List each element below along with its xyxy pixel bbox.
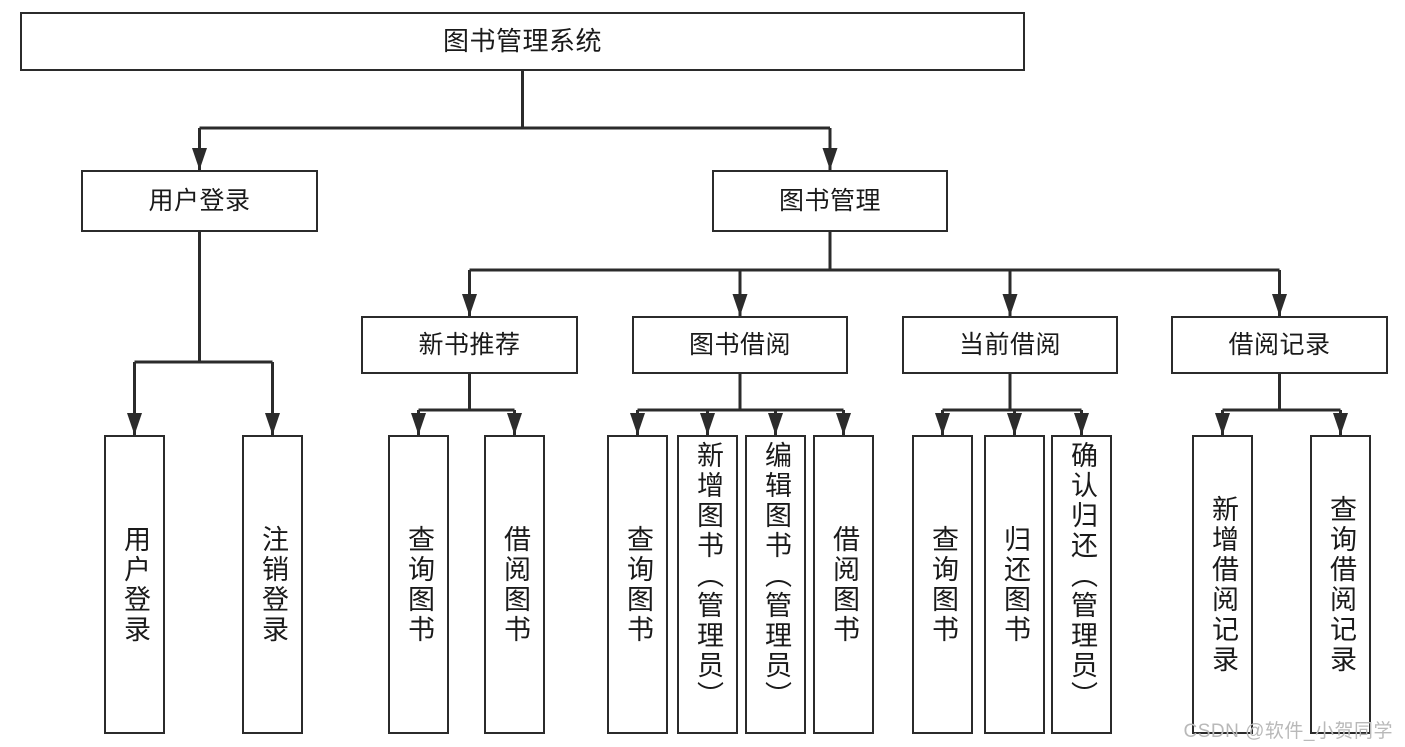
node-label: 借阅记录 — [1228, 331, 1331, 359]
node-label: 确认归还（管理员） — [1067, 441, 1097, 711]
node-label: 新书推荐 — [418, 331, 521, 359]
node-label: 注销登录 — [258, 524, 288, 645]
leaf-query-book-1[interactable]: 查询图书 — [388, 435, 449, 734]
node-borrow-record[interactable]: 借阅记录 — [1171, 316, 1388, 374]
leaf-add-book[interactable]: 新增图书（管理员） — [677, 435, 738, 734]
node-label: 查询图书 — [928, 524, 958, 645]
leaf-borrow-book-2[interactable]: 借阅图书 — [813, 435, 874, 734]
node-label: 新增图书（管理员） — [693, 441, 723, 711]
node-book-manage[interactable]: 图书管理 — [712, 170, 948, 232]
node-label: 编辑图书（管理员） — [761, 441, 791, 711]
node-label: 新增借阅记录 — [1208, 494, 1238, 675]
leaf-add-record[interactable]: 新增借阅记录 — [1192, 435, 1253, 734]
node-label: 查询图书 — [404, 524, 434, 645]
node-root-system[interactable]: 图书管理系统 — [20, 12, 1025, 71]
leaf-return-book[interactable]: 归还图书 — [984, 435, 1045, 734]
node-label: 当前借阅 — [958, 331, 1061, 359]
leaf-query-book-2[interactable]: 查询图书 — [607, 435, 668, 734]
node-new-book-recommend[interactable]: 新书推荐 — [361, 316, 578, 374]
node-label: 用户登录 — [120, 524, 150, 645]
leaf-confirm-return[interactable]: 确认归还（管理员） — [1051, 435, 1112, 734]
node-label: 归还图书 — [1000, 524, 1030, 645]
leaf-borrow-book-1[interactable]: 借阅图书 — [484, 435, 545, 734]
node-label: 图书管理 — [778, 187, 881, 215]
leaf-query-book-3[interactable]: 查询图书 — [912, 435, 973, 734]
leaf-query-record[interactable]: 查询借阅记录 — [1310, 435, 1371, 734]
node-label: 借阅图书 — [500, 524, 530, 645]
node-label: 图书管理系统 — [442, 25, 602, 56]
leaf-edit-book[interactable]: 编辑图书（管理员） — [745, 435, 806, 734]
leaf-user-login[interactable]: 用户登录 — [104, 435, 165, 734]
node-label: 用户登录 — [148, 187, 251, 215]
watermark-text: CSDN @软件_小贺同学 — [1183, 721, 1393, 742]
node-book-borrow[interactable]: 图书借阅 — [632, 316, 848, 374]
node-label: 查询图书 — [623, 524, 653, 645]
node-label: 查询借阅记录 — [1326, 494, 1356, 675]
node-user-login[interactable]: 用户登录 — [81, 170, 318, 232]
node-label: 图书借阅 — [688, 331, 791, 359]
leaf-logout[interactable]: 注销登录 — [242, 435, 303, 734]
node-label: 借阅图书 — [829, 524, 859, 645]
node-current-borrow[interactable]: 当前借阅 — [902, 316, 1118, 374]
